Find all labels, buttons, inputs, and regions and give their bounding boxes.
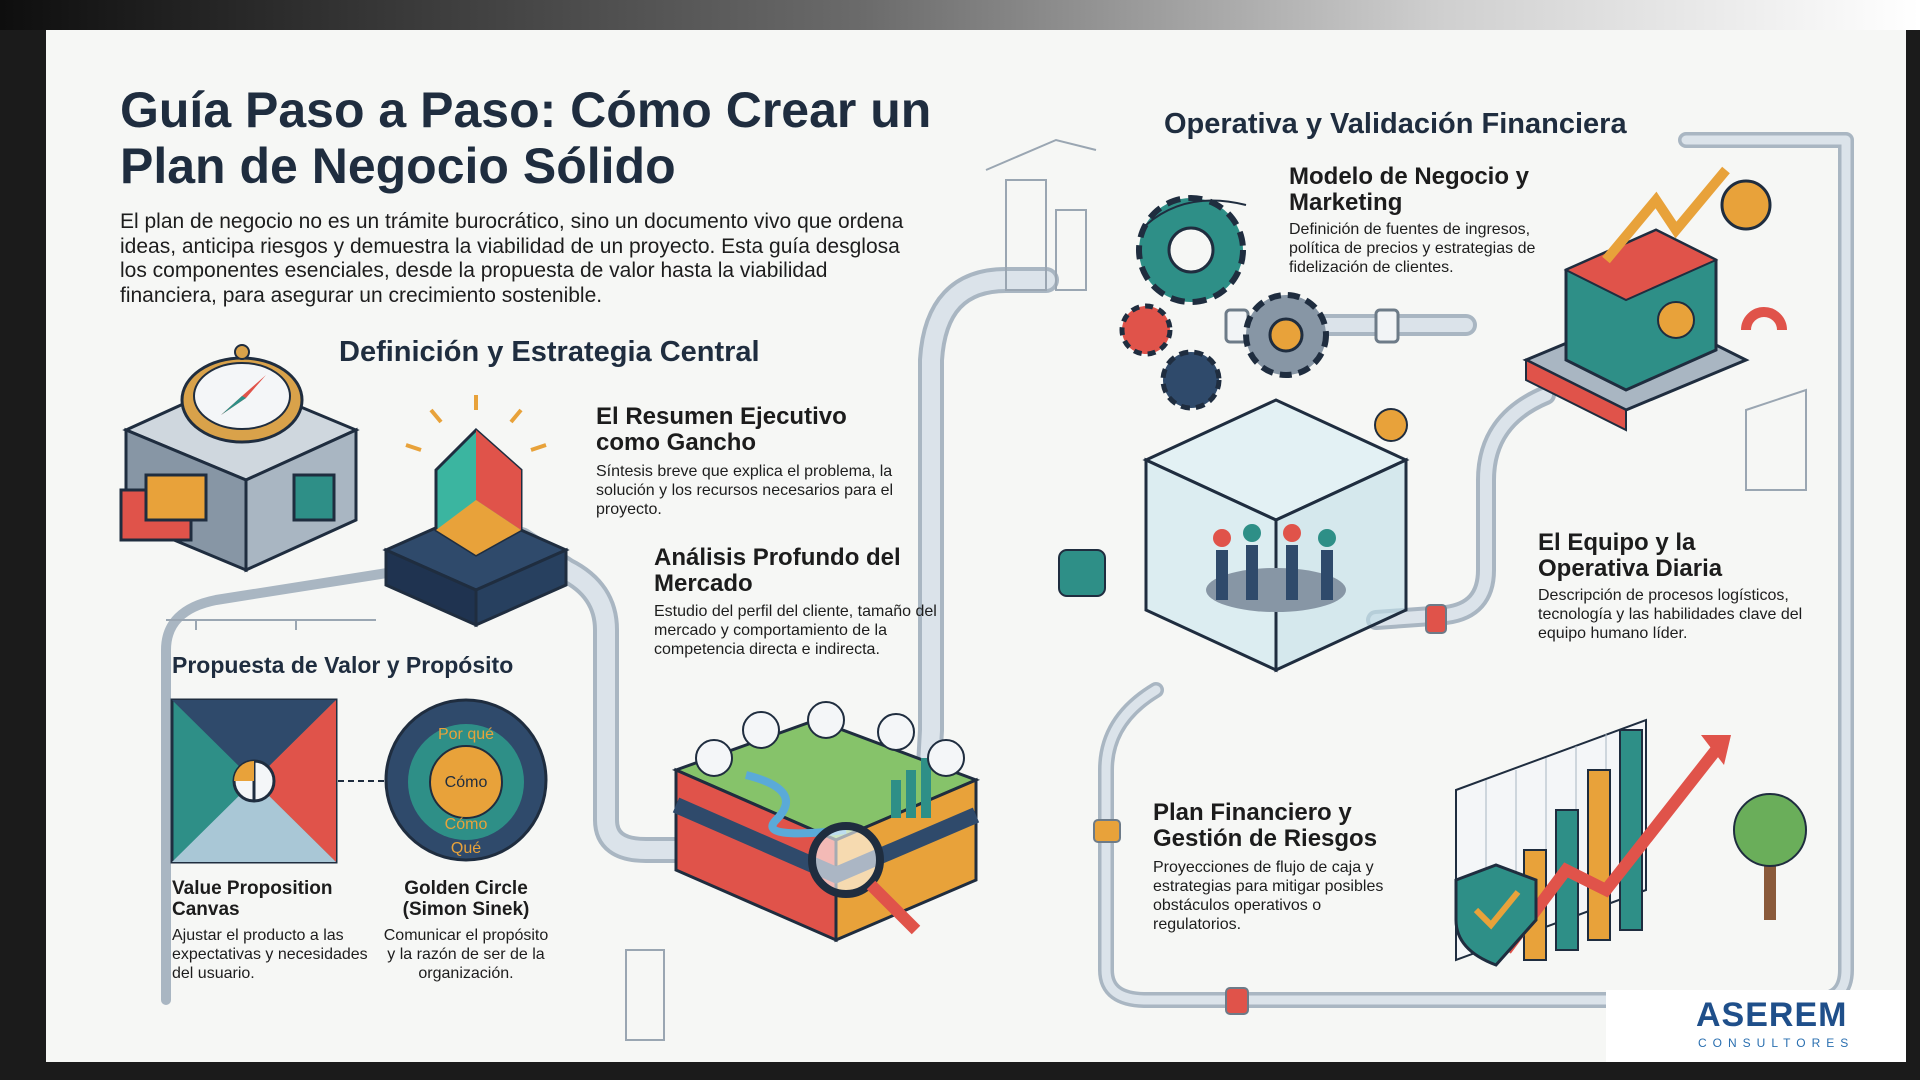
city-sketch: [166, 138, 1807, 1041]
step-financial-desc: Proyecciones de flujo de caja y estrateg…: [1153, 859, 1384, 933]
store-pipe-inner: [1370, 389, 1552, 626]
golden-circle-title: Golden Circle (Simon Sinek): [402, 878, 530, 920]
golden-circle-desc: Comunicar el propósito y la razón de ser…: [383, 927, 549, 982]
section-title-right: Operativa y Validación Financiera: [1164, 108, 1627, 140]
step-team-title: El Equipo y la Operativa Diaria: [1538, 529, 1723, 582]
logo-name: ASEREM: [1696, 996, 1848, 1034]
value-canvas-desc: Ajustar el producto a las expectativas y…: [172, 927, 368, 982]
gears-illustration: [1119, 195, 1329, 411]
lower-right-pipe-inner: [1101, 135, 1851, 1005]
page-title: Guía Paso a Paso: Cómo Crear un Plan de …: [120, 82, 932, 194]
section-title-value: Propuesta de Valor y Propósito: [172, 652, 514, 678]
pipe-joint: [1374, 308, 1400, 344]
golden-circle-how-label: Cómo: [444, 774, 488, 791]
value-canvas-title: Value Proposition Canvas: [172, 878, 333, 920]
pipe-joint: [1225, 987, 1249, 1015]
golden-circle-why-label: Por qué: [437, 726, 495, 743]
golden-circle-how-outer-label: Cómo: [444, 816, 488, 833]
gem-pedestal-illustration: [382, 395, 570, 628]
step-market-title: Análisis Profundo del Mercado: [654, 544, 901, 597]
golden-circle-what-label: Qué: [450, 840, 482, 857]
logo-subtitle: CONSULTORES: [1698, 1036, 1855, 1050]
golden-circle-illustration: [384, 698, 548, 862]
store-illustration: [1522, 166, 1787, 432]
step-team-desc: Descripción de procesos logísticos, tecn…: [1538, 587, 1803, 642]
intro-paragraph: El plan de negocio no es un trámite buro…: [120, 210, 904, 307]
illustration-layer: [119, 132, 1854, 1050]
pipe-joint: [1093, 819, 1121, 843]
step-business-desc: Definición de fuentes de ingresos, polít…: [1289, 221, 1536, 276]
top-gradient-bar: [0, 0, 1920, 30]
aserem-logo: ASEREM CONSULTORES: [1606, 990, 1906, 1062]
infographic-canvas: Guía Paso a Paso: Cómo Crear un Plan de …: [46, 30, 1906, 1062]
market-terrain-illustration: [671, 701, 981, 943]
section-title-left: Definición y Estrategia Central: [339, 336, 760, 368]
team-cube-illustration: [1058, 398, 1410, 673]
step-executive-desc: Síntesis breve que explica el problema, …: [596, 463, 894, 518]
step-financial-title: Plan Financiero y Gestión de Riesgos: [1153, 799, 1378, 852]
step-market-desc: Estudio del perfil del cliente, tamaño d…: [654, 603, 937, 658]
left-pipe: [161, 565, 411, 1005]
step-executive-title: El Resumen Ejecutivo como Gancho: [596, 403, 847, 456]
compass-illustration: [119, 344, 360, 573]
value-canvas-illustration: [170, 698, 338, 864]
financial-chart-illustration: [1454, 718, 1807, 967]
step-business-title: Modelo de Negocio y Marketing: [1289, 163, 1530, 216]
pipe-joint: [1425, 604, 1447, 634]
